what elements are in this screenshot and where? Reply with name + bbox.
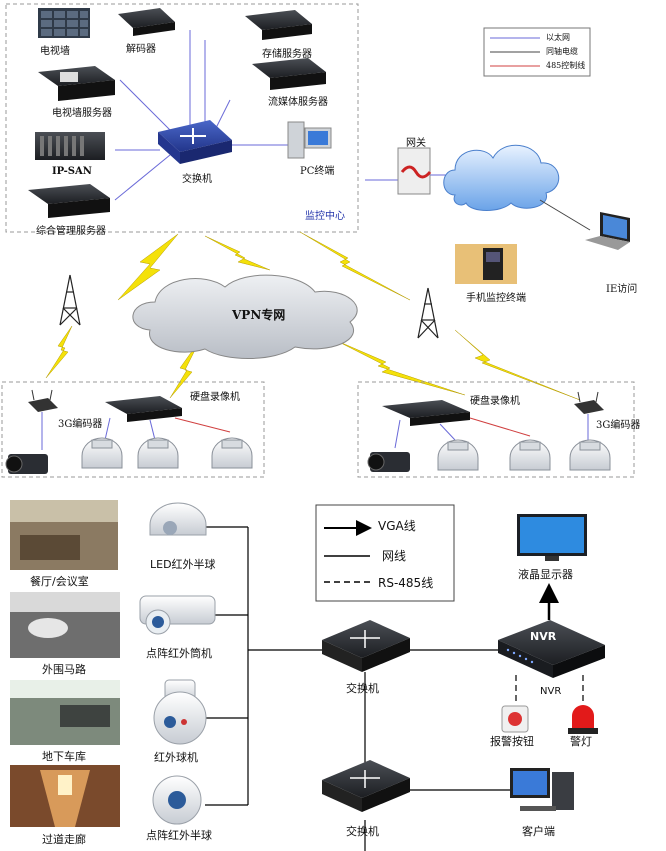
storage-server-label: 存储服务器	[262, 49, 312, 60]
legend-coax-label: 同轴电缆	[546, 47, 578, 56]
scene-garage-label: 地下车库	[42, 750, 86, 763]
encoder-left-icon	[28, 389, 58, 412]
pc-terminal-label: PC终端	[300, 166, 335, 177]
scene-photos	[10, 500, 120, 827]
client-label: 客户端	[522, 825, 555, 838]
legend-net-label: 网线	[382, 549, 407, 563]
switch-top-icon	[322, 620, 410, 672]
decoder-label: 解码器	[126, 44, 156, 55]
dvr-right-label: 硬盘录像机	[470, 396, 520, 407]
legend-rs485-label: 485控制线	[546, 61, 586, 70]
alarm-light-label: 警灯	[570, 735, 592, 748]
wireless-links	[45, 231, 581, 401]
laptop-icon	[585, 212, 630, 250]
tv-wall-icon	[38, 8, 90, 38]
encoder-right-label: 3G编码器	[596, 420, 641, 431]
mobile-terminal-icon	[455, 244, 517, 284]
stream-server-label: 流媒体服务器	[268, 97, 328, 108]
tv-wall-server-icon	[38, 66, 115, 101]
vpn-cloud-icon	[132, 274, 358, 359]
scene-corridor-label: 过道走廊	[42, 833, 86, 846]
stream-server-icon	[252, 58, 326, 90]
dvr-left-label: 硬盘录像机	[190, 392, 240, 403]
left-site-lines	[41, 412, 156, 450]
pc-terminal-icon	[287, 121, 332, 159]
alarm-button-label: 报警按钮	[490, 735, 534, 748]
mgmt-server-icon	[28, 184, 110, 218]
camera-ptz-label: 红外球机	[154, 751, 198, 764]
camera-bus-lines	[205, 526, 510, 851]
rs485-bottom-lines	[515, 675, 584, 705]
lcd-monitor-icon	[517, 514, 587, 561]
box-camera-left-icon	[5, 454, 48, 474]
gateway-label: 网关	[406, 138, 426, 149]
switch-label: 交换机	[182, 174, 212, 185]
site-left-box	[1, 381, 265, 478]
rs485-right-line	[469, 417, 531, 437]
mgmt-server-label: 综合管理服务器	[36, 226, 106, 237]
monitor-center-label: 监控中心	[305, 211, 345, 222]
ie-access-label: IE访问	[606, 284, 638, 295]
monitor-center-box	[5, 3, 359, 233]
bottom-legend	[315, 504, 455, 602]
encoder-right-icon	[574, 391, 604, 414]
nvr-label: NVR	[540, 686, 562, 697]
switch-top-label: 交换机	[346, 682, 379, 695]
nvr-icon	[498, 620, 605, 678]
led-dome-camera-icon	[149, 502, 207, 536]
camera-bullet-label: 点阵红外筒机	[146, 647, 212, 660]
dvr-left-icon	[105, 396, 182, 422]
alarm-light-icon	[568, 705, 598, 734]
alarm-button-icon	[501, 705, 529, 733]
core-switch-icon	[158, 120, 232, 164]
site-right-box	[357, 381, 635, 478]
right-site-lines	[394, 414, 589, 449]
legend-vga-label: VGA线	[378, 519, 416, 533]
internet-cloud-icon	[443, 144, 560, 211]
mobile-terminal-label: 手机监控终端	[466, 293, 526, 304]
switch-bottom-label: 交换机	[346, 825, 379, 838]
decoder-icon	[118, 8, 175, 36]
ip-san-label: IP-SAN	[52, 166, 92, 177]
vpn-label: VPN专网	[232, 308, 286, 322]
ip-san-icon	[35, 132, 105, 160]
rs485-left-line	[174, 417, 231, 433]
monitor-label: 液晶显示器	[518, 568, 573, 581]
encoder-left-label: 3G编码器	[58, 419, 103, 430]
bullet-camera-icon	[139, 595, 216, 635]
scene-road-label: 外围马路	[42, 663, 86, 676]
gateway-icon	[397, 147, 432, 195]
tv-wall-label: 电视墙	[40, 46, 70, 57]
dot-matrix-dome-camera-icon	[152, 775, 202, 825]
ptz-camera-icon	[153, 679, 207, 745]
tv-wall-server-label: 电视墙服务器	[52, 108, 112, 119]
legend-rs485-bottom-label: RS-485线	[378, 576, 434, 590]
client-pc-icon	[510, 768, 574, 811]
scene-restaurant-label: 餐厅/会议室	[30, 575, 89, 588]
box-camera-right-icon	[367, 452, 410, 472]
camera-dot-dome-label: 点阵红外半球	[146, 829, 212, 842]
camera-led-dome-label: LED红外半球	[150, 558, 216, 571]
top-legend	[483, 27, 591, 77]
tower-left-icon	[59, 274, 81, 326]
legend-ethernet-label: 以太网	[546, 33, 570, 42]
nvr-badge: NVR	[530, 630, 557, 643]
switch-bottom-icon	[322, 760, 410, 812]
dvr-right-icon	[382, 400, 470, 426]
tower-right-icon	[417, 287, 439, 339]
cloud-to-laptop-line	[539, 199, 591, 231]
storage-server-icon	[245, 10, 312, 40]
